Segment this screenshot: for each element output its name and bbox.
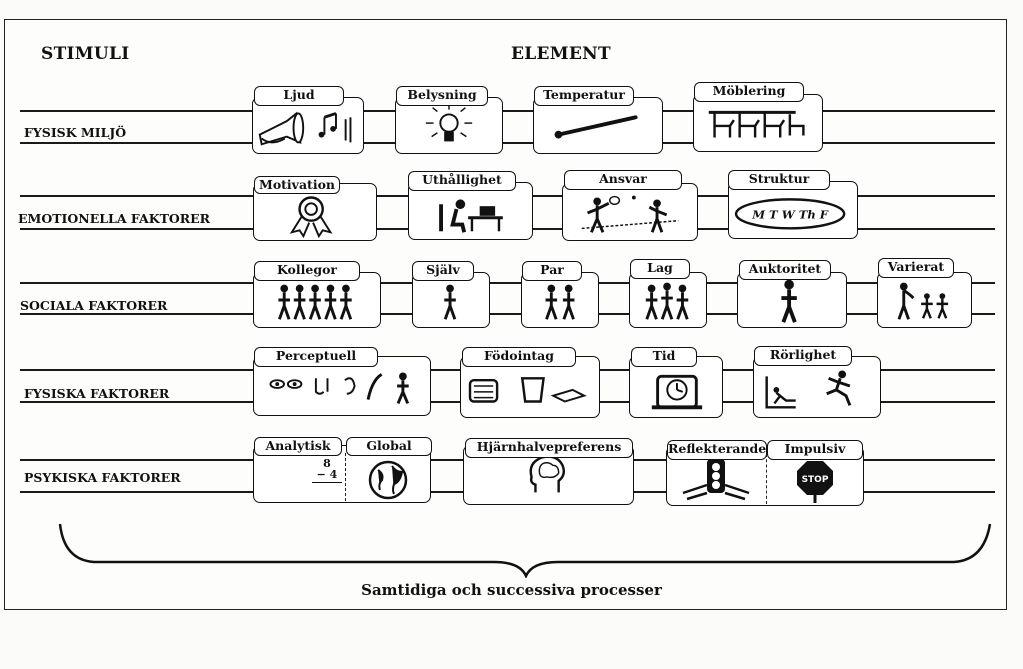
math-icon: 8 − 4 bbox=[312, 458, 342, 483]
element-card-par bbox=[521, 272, 599, 328]
adult-and-children-icon bbox=[897, 282, 949, 320]
element-tab-impulsiv: Impulsiv bbox=[767, 440, 863, 460]
element-heading: ELEMENT bbox=[511, 44, 611, 64]
row-line bbox=[20, 110, 995, 112]
weekday-text: M T W Th F bbox=[751, 208, 829, 222]
element-card-ljud bbox=[252, 97, 364, 154]
lightbulb-icon bbox=[425, 103, 473, 142]
element-tab-fodointag: Födointag bbox=[462, 347, 576, 367]
traffic-light-icon bbox=[682, 459, 750, 501]
element-tab-auktoritet: Auktoritet bbox=[739, 260, 831, 280]
tennis-players-icon bbox=[581, 195, 679, 233]
element-tab-ljud: Ljud bbox=[254, 86, 344, 106]
curly-brace bbox=[58, 523, 992, 578]
row-line bbox=[20, 142, 995, 144]
element-card-temperatur bbox=[533, 97, 663, 154]
element-card-auktoritet bbox=[737, 272, 847, 328]
element-card-rorlighet bbox=[753, 356, 881, 418]
math-bottom: − 4 bbox=[316, 468, 338, 481]
stop-sign-icon: STOP bbox=[797, 461, 833, 503]
stimuli-heading: STIMULI bbox=[41, 44, 130, 64]
element-card-ansvar bbox=[562, 183, 698, 241]
single-person-icon bbox=[443, 284, 457, 320]
row-label-sociala-faktorer: SOCIALA FAKTORER bbox=[20, 298, 168, 313]
element-tab-moblering: Möblering bbox=[694, 82, 804, 102]
divider bbox=[345, 453, 346, 501]
ribbon-medal-icon bbox=[289, 196, 333, 239]
element-tab-lag: Lag bbox=[630, 259, 690, 279]
stop-text: STOP bbox=[802, 475, 829, 485]
element-tab-rorlighet: Rörlighet bbox=[754, 346, 852, 366]
element-card-tid bbox=[629, 356, 723, 418]
row-line bbox=[20, 313, 995, 315]
element-tab-belysning: Belysning bbox=[396, 86, 488, 106]
row-label-psykiska-faktorer: PSYKISKA FAKTORER bbox=[24, 470, 181, 485]
element-tab-analytisk: Analytisk bbox=[254, 437, 342, 456]
element-card-moblering bbox=[693, 94, 823, 152]
element-tab-uthallighet: Uthållighet bbox=[408, 171, 516, 191]
element-tab-kollegor: Kollegor bbox=[254, 261, 360, 281]
divider bbox=[766, 454, 767, 504]
element-card-belysning bbox=[395, 97, 503, 154]
group-people-icon bbox=[278, 284, 353, 320]
row-label-emotionella-faktorer: EMOTIONELLA FAKTORER bbox=[18, 211, 211, 226]
element-tab-varierat: Varierat bbox=[878, 258, 954, 278]
element-tab-temperatur: Temperatur bbox=[534, 86, 634, 106]
element-card-struktur: M T W Th F bbox=[728, 181, 858, 239]
authority-person-icon bbox=[781, 279, 797, 323]
team-people-icon bbox=[645, 282, 689, 320]
horn-music-icon bbox=[258, 111, 352, 146]
row-label-fysiska-faktorer: FYSISKA FAKTORER bbox=[24, 386, 170, 401]
row-label-fysisk-miljo: FYSISK MILJÖ bbox=[24, 125, 127, 140]
element-tab-ansvar: Ansvar bbox=[564, 170, 682, 190]
senses-icon bbox=[269, 372, 410, 404]
element-tab-perceptuell: Perceptuell bbox=[254, 347, 378, 367]
element-tab-motivation: Motivation bbox=[254, 176, 340, 194]
element-tab-par: Par bbox=[522, 261, 582, 281]
element-tab-reflekterande: Reflekterande bbox=[667, 440, 767, 460]
globe-icon bbox=[368, 460, 408, 500]
food-drink-icon bbox=[468, 377, 587, 403]
two-people-icon bbox=[545, 284, 575, 320]
element-tab-hjarnhalvepreferens: Hjärnhalvepreferens bbox=[465, 438, 633, 458]
element-card-varierat bbox=[877, 272, 972, 328]
mobility-icon bbox=[765, 370, 852, 409]
element-tab-struktur: Struktur bbox=[728, 170, 830, 190]
caption: Samtidiga och successiva processer bbox=[361, 581, 662, 599]
element-tab-sjalv: Själv bbox=[412, 261, 474, 281]
math-top: 8 bbox=[323, 457, 331, 470]
element-card-kollegor bbox=[253, 272, 381, 328]
element-card-lag bbox=[629, 272, 707, 328]
person-at-desk-icon bbox=[439, 199, 503, 233]
clock-icon bbox=[651, 374, 703, 410]
row-line bbox=[20, 282, 995, 284]
element-tab-tid: Tid bbox=[631, 347, 697, 367]
chairs-icon bbox=[708, 110, 805, 138]
weekday-ellipse-icon: M T W Th F bbox=[734, 198, 846, 230]
element-card-uthallighet bbox=[408, 182, 533, 240]
element-tab-global: Global bbox=[346, 437, 432, 456]
thermometer-icon bbox=[554, 115, 638, 139]
